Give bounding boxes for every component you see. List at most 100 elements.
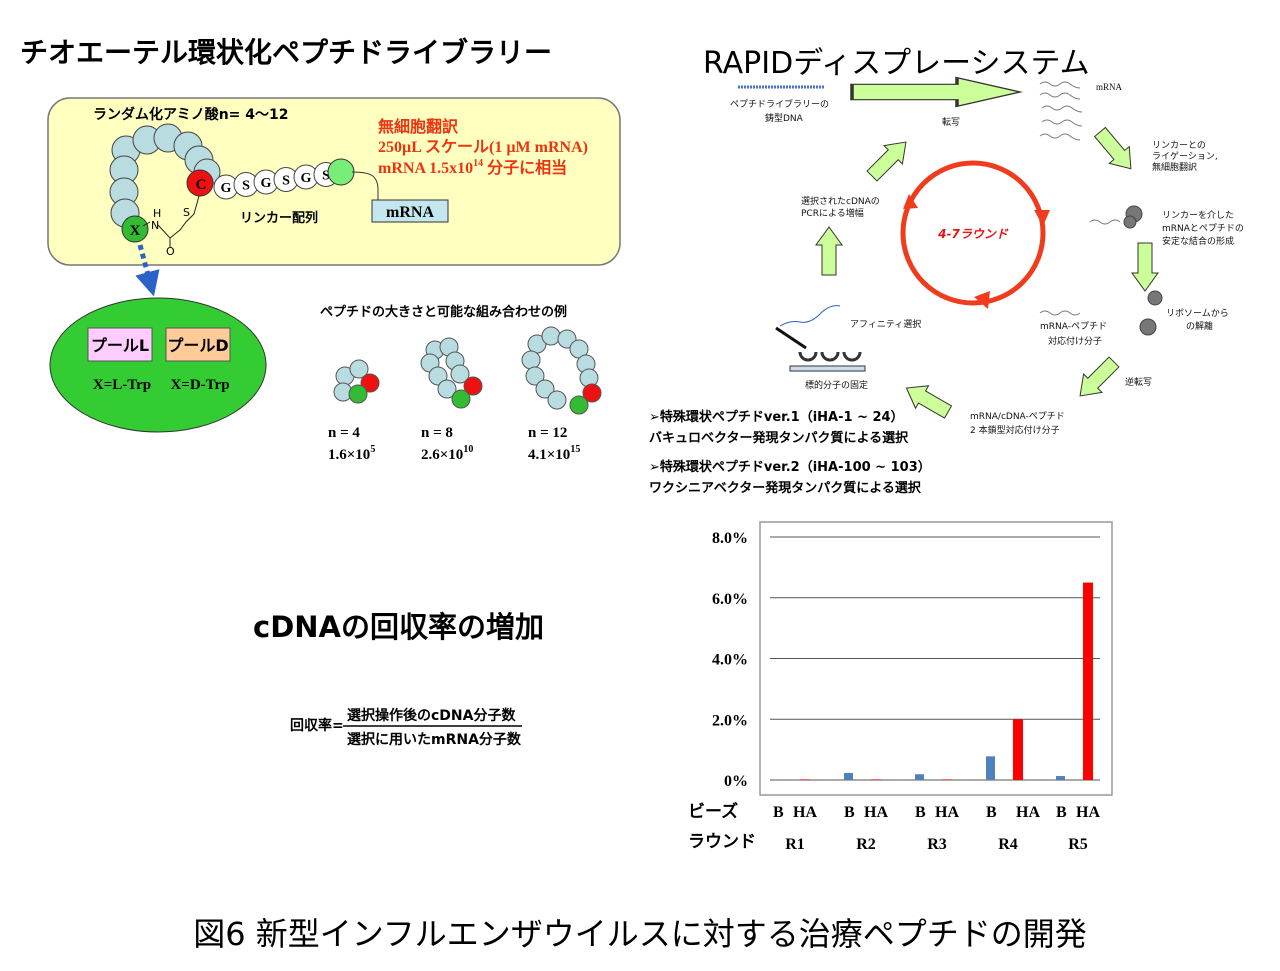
round-label: R5 bbox=[1068, 836, 1088, 853]
beads-row-label: ビーズ bbox=[688, 801, 738, 822]
process-arrows bbox=[815, 75, 1159, 424]
example-n: n = 4 bbox=[328, 425, 360, 441]
bead-label-b: B bbox=[844, 804, 855, 821]
bead-label-ha: HA bbox=[864, 804, 888, 821]
y-tick-label: 2.0% bbox=[712, 712, 748, 729]
rapid-labels: ペプチドライブラリーの 鋳型DNA 転写 mRNA リンカーとの ライゲーション… bbox=[730, 82, 1244, 436]
round-label: R1 bbox=[785, 836, 805, 853]
example-n: n = 12 bbox=[528, 425, 567, 441]
rapid-title: RAPIDディスプレーシステム bbox=[703, 46, 1090, 81]
svg-text:の解離: の解離 bbox=[1186, 320, 1213, 332]
round-label: R4 bbox=[998, 836, 1018, 853]
linker-residue-label: S bbox=[242, 179, 250, 194]
svg-text:リンカーを介した: リンカーを介した bbox=[1162, 210, 1234, 221]
svg-text:X: X bbox=[130, 223, 141, 239]
svg-text:逆転写: 逆転写 bbox=[1125, 376, 1152, 388]
figure-caption: 図6 新型インフルエンザウイルスに対する治療ペプチドの開発 bbox=[193, 915, 1087, 953]
recovery-label: 回収率= bbox=[290, 717, 344, 734]
y-tick-label: 0% bbox=[724, 773, 748, 790]
example-count: 4.1×1015 bbox=[528, 444, 580, 463]
linker-residue-label: G bbox=[301, 171, 312, 186]
random-aa-label: ランダム化アミノ酸n= 4〜12 bbox=[93, 106, 289, 123]
bar-ha-r2 bbox=[871, 779, 881, 780]
cys-residue bbox=[186, 169, 214, 197]
y-tick-label: 6.0% bbox=[712, 591, 748, 608]
pool-box bbox=[87, 327, 153, 362]
bar-b-r5 bbox=[1056, 776, 1065, 780]
recovery-numerator: 選択操作後のcDNA分子数 bbox=[347, 707, 516, 724]
bar-ha-r5 bbox=[1083, 582, 1093, 780]
bead-label-ha: HA bbox=[1076, 804, 1100, 821]
linker-label: リンカー配列 bbox=[240, 210, 318, 226]
example-count: 2.6×1010 bbox=[421, 444, 473, 463]
pool-box bbox=[165, 327, 231, 362]
bead-label-ha: HA bbox=[1016, 804, 1040, 821]
svg-text:転写: 転写 bbox=[942, 117, 960, 128]
bead-label-ha: HA bbox=[935, 804, 959, 821]
x-residue bbox=[121, 215, 149, 243]
cycle-ring bbox=[900, 160, 1046, 306]
round-row-label: ラウンド bbox=[688, 832, 756, 852]
special-title: ➢特殊環状ペプチドver.2（iHA-100 ~ 103） bbox=[649, 459, 931, 475]
svg-text:標的分子の固定: 標的分子の固定 bbox=[805, 379, 868, 391]
bar-ha-r1 bbox=[800, 779, 810, 780]
svg-text:O: O bbox=[166, 245, 175, 258]
pool-label: プールD bbox=[167, 336, 228, 355]
peptide-chain bbox=[109, 123, 221, 228]
bead-label-b: B bbox=[986, 804, 997, 821]
example-count: 1.6×105 bbox=[328, 444, 375, 463]
thioether-bond: H N S O bbox=[142, 195, 200, 258]
bead-label-b: B bbox=[915, 804, 926, 821]
example-n: n = 8 bbox=[421, 425, 453, 441]
bar-ha-r4 bbox=[1013, 719, 1023, 780]
cycle-arrowheads bbox=[903, 194, 1050, 309]
svg-text:mRNA/cDNA-ペプチド: mRNA/cDNA-ペプチド bbox=[970, 411, 1065, 422]
puromycin-bead bbox=[327, 158, 355, 186]
linker-residue-label: G bbox=[261, 176, 272, 191]
bar-b-r3 bbox=[915, 774, 924, 780]
svg-text:PCRによる増幅: PCRによる増幅 bbox=[801, 207, 864, 219]
bar-b-r1 bbox=[773, 779, 782, 780]
svg-text:安定な結合の形成: 安定な結合の形成 bbox=[1162, 235, 1234, 247]
svg-text:無細胞翻訳: 無細胞翻訳 bbox=[1152, 161, 1197, 173]
svg-text:mRNAとペプチドの: mRNAとペプチドの bbox=[1162, 223, 1244, 234]
bead-label-b: B bbox=[1056, 804, 1067, 821]
svg-text:mRNA-ペプチド: mRNA-ペプチド bbox=[1040, 321, 1107, 332]
pool-label: プールL bbox=[91, 336, 149, 355]
bead-label-ha: HA bbox=[793, 804, 817, 821]
svg-text:250µL スケール(1 µM mRNA): 250µL スケール(1 µM mRNA) bbox=[378, 138, 588, 156]
svg-text:リボソームから: リボソームから bbox=[1166, 308, 1229, 319]
linker-wire bbox=[351, 171, 379, 216]
library-title: チオエーテル環状化ペプチドライブラリー bbox=[20, 36, 552, 69]
ribosome-icons bbox=[1123, 205, 1163, 336]
svg-text:アフィニティ選択: アフィニティ選択 bbox=[850, 318, 921, 330]
linker-residue-label: G bbox=[221, 181, 232, 196]
mrna-box bbox=[371, 199, 449, 223]
round-label: R2 bbox=[856, 836, 876, 853]
svg-text:2 本鎖型対応付け分子: 2 本鎖型対応付け分子 bbox=[970, 424, 1060, 436]
linker-residue-label: S bbox=[282, 174, 290, 189]
y-tick-label: 4.0% bbox=[712, 652, 748, 669]
ring-examples bbox=[333, 326, 602, 415]
y-tick-label: 8.0% bbox=[712, 530, 748, 547]
svg-text:S: S bbox=[183, 206, 190, 219]
special-desc: ワクシニアベクター発現タンパク質による選択 bbox=[649, 480, 922, 496]
translation-note: 無細胞翻訳 250µL スケール(1 µM mRNA) mRNA 1.5x101… bbox=[378, 117, 588, 177]
special-title: ➢特殊環状ペプチドver.1（iHA-1 ~ 24） bbox=[649, 409, 904, 425]
dashed-arrow bbox=[135, 244, 160, 297]
receptor-plate bbox=[775, 305, 866, 372]
svg-text:リンカーとの: リンカーとの bbox=[1152, 140, 1206, 151]
svg-text:N: N bbox=[151, 219, 159, 232]
linker-residue-label: S bbox=[322, 169, 330, 184]
special-peptides: ➢特殊環状ペプチドver.1（iHA-1 ~ 24）バキュロベクター発現タンパク… bbox=[649, 409, 931, 496]
pool-desc: X=D-Trp bbox=[170, 377, 229, 393]
bar-ha-r3 bbox=[942, 779, 952, 780]
svg-text:無細胞翻訳: 無細胞翻訳 bbox=[378, 117, 459, 136]
svg-text:H: H bbox=[153, 207, 161, 220]
pool-ellipse bbox=[49, 297, 267, 433]
examples-title: ペプチドの大きさと可能な組み合わせの例 bbox=[320, 304, 567, 320]
bar-b-r4 bbox=[986, 756, 995, 780]
